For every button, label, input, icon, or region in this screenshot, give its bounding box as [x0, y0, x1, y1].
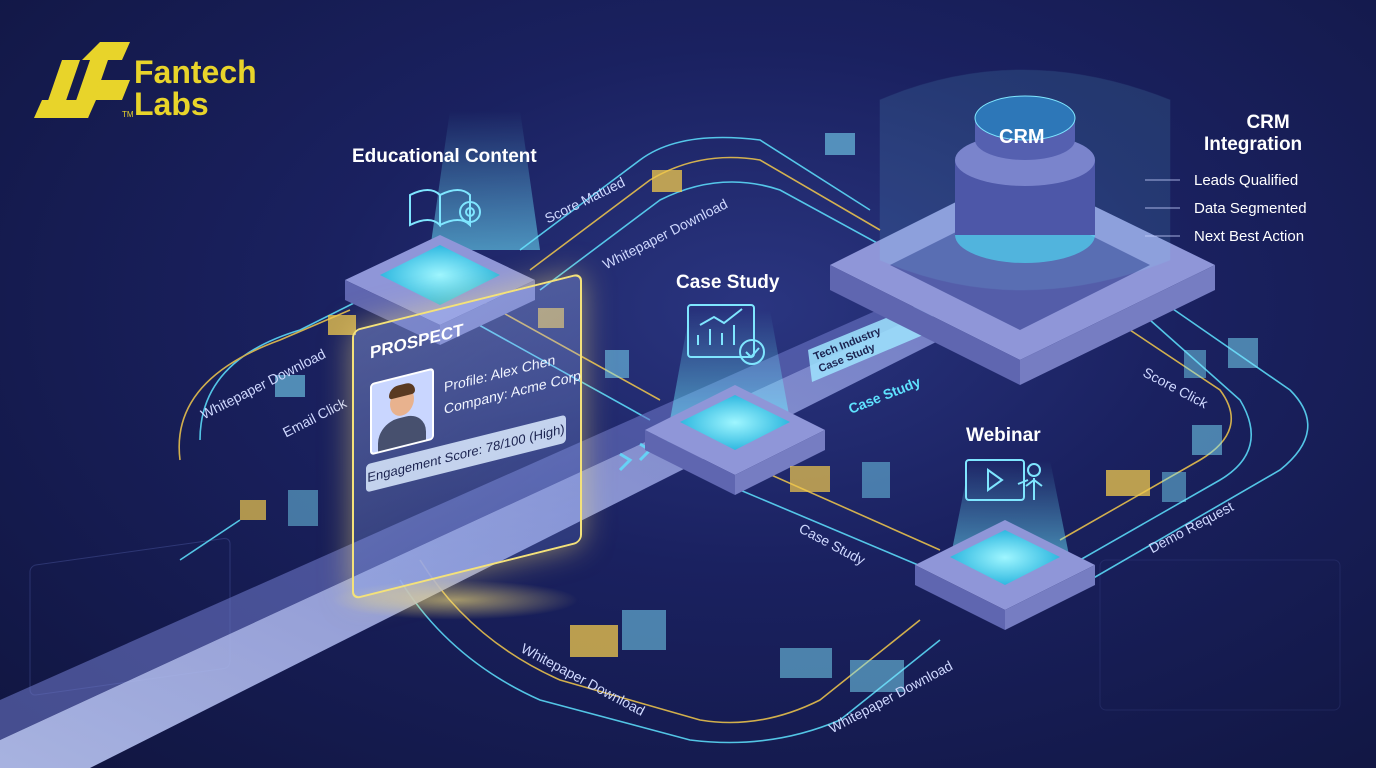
educational-content-title: Educational Content [352, 146, 537, 167]
crm-integration-heading: CRM Integration [1204, 112, 1302, 156]
brand-name-line1: Fantech [134, 54, 257, 90]
book-gear-icon [409, 189, 481, 228]
webinar-title: Webinar [966, 425, 1041, 446]
trademark-mark: TM [122, 110, 134, 119]
crm-heading-line2: Integration [1204, 134, 1303, 155]
crm-core-label: CRM [999, 126, 1045, 148]
platform-case-study [645, 310, 825, 495]
chart-check-icon [687, 304, 765, 365]
platform-webinar [915, 460, 1095, 630]
crm-item-data-segmented: Data Segmented [1194, 200, 1307, 217]
fantech-logo-mark [34, 42, 130, 118]
platform-crm [830, 69, 1215, 385]
brand-logo: Fantech Labs [134, 56, 257, 120]
flow-documents [240, 133, 1258, 692]
crm-heading-line1: CRM [1246, 112, 1290, 133]
prospect-card-glow [330, 580, 580, 620]
platform-educational [345, 110, 540, 345]
crm-item-next-best-action: Next Best Action [1194, 228, 1305, 245]
brand-name-line2: Labs [134, 86, 209, 122]
video-presenter-icon [965, 459, 1043, 501]
crm-item-leads-qualified: Leads Qualified [1194, 172, 1299, 189]
prospect-card: PROSPECT Profile: Alex Chen Company: Acm… [352, 272, 582, 600]
case-study-title: Case Study [676, 272, 780, 293]
